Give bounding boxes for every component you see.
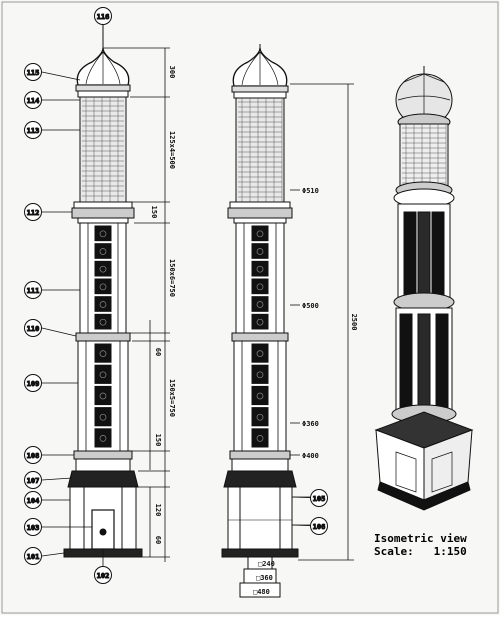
- svg-text:110: 110: [27, 325, 40, 333]
- dimension-left-0: 300: [168, 66, 176, 79]
- svg-text:104: 104: [27, 497, 40, 505]
- dimension-chain-left: [103, 47, 170, 562]
- isometric-view: [374, 66, 474, 511]
- svg-text:112: 112: [27, 209, 40, 217]
- svg-text:113: 113: [27, 127, 40, 135]
- callout-105: 105: [291, 489, 328, 507]
- svg-text:106: 106: [313, 523, 326, 531]
- dimension-left-6: 150: [154, 434, 162, 447]
- svg-text:108: 108: [27, 452, 40, 460]
- dimension-mid-0: Φ510: [302, 187, 319, 195]
- callout-103: 103: [24, 518, 92, 536]
- callout-109: 109: [24, 374, 78, 392]
- dimension-left-4: 60: [154, 348, 162, 356]
- dimension-left-7: 120: [154, 504, 162, 517]
- svg-text:105: 105: [313, 495, 326, 503]
- callout-112: 112: [24, 203, 72, 221]
- dimension-left-2: 150: [150, 206, 158, 219]
- dimension-left-3: 150x6=750: [168, 259, 176, 297]
- svg-text:115: 115: [27, 69, 40, 77]
- dimension-left-5: 150x5=750: [168, 379, 176, 417]
- callout-116: 116: [94, 7, 112, 48]
- scale-label: Scale:: [374, 545, 414, 558]
- callout-107: 107: [24, 471, 73, 489]
- dimension-mid-7: □480: [253, 588, 270, 596]
- upper-lantern: [79, 96, 127, 203]
- svg-text:103: 103: [27, 524, 40, 532]
- dimension-mid-4: 2500: [350, 314, 358, 331]
- dimension-left-8: 60: [154, 536, 162, 544]
- svg-text:111: 111: [27, 287, 40, 295]
- front-elevation-left: [63, 22, 143, 558]
- svg-text:109: 109: [27, 380, 40, 388]
- callout-108: 108: [24, 446, 74, 464]
- callout-106: 106: [291, 517, 328, 535]
- dimension-mid-6: □360: [256, 574, 273, 582]
- scale-value: 1:150: [433, 545, 467, 558]
- dimension-mid-3: Φ400: [302, 452, 319, 460]
- front-elevation-middle: [221, 44, 299, 598]
- callout-102: 102: [94, 549, 112, 584]
- overall-height-dimension: [290, 83, 354, 561]
- callout-104: 104: [24, 491, 70, 509]
- isometric-scale: Scale: 1:150: [374, 545, 467, 558]
- callout-113: 113: [24, 121, 80, 139]
- callout-114: 114: [24, 91, 80, 109]
- svg-text:102: 102: [97, 572, 110, 580]
- svg-text:101: 101: [27, 553, 40, 561]
- callout-115: 115: [24, 63, 81, 81]
- dimension-mid-5: □240: [258, 560, 275, 568]
- svg-text:114: 114: [27, 97, 40, 105]
- dimension-mid-2: Φ360: [302, 420, 319, 428]
- callout-111: 111: [24, 281, 80, 299]
- callout-101: 101: [24, 547, 65, 565]
- callout-110: 110: [24, 319, 77, 337]
- svg-text:107: 107: [27, 477, 40, 485]
- balcony: [71, 207, 135, 219]
- dimension-left-1: 125x4=500: [168, 131, 176, 169]
- isometric-caption: Isometric view Scale: 1:150: [374, 532, 467, 558]
- isometric-title: Isometric view: [374, 532, 467, 545]
- svg-text:116: 116: [97, 13, 110, 21]
- dimension-mid-1: Φ500: [302, 302, 319, 310]
